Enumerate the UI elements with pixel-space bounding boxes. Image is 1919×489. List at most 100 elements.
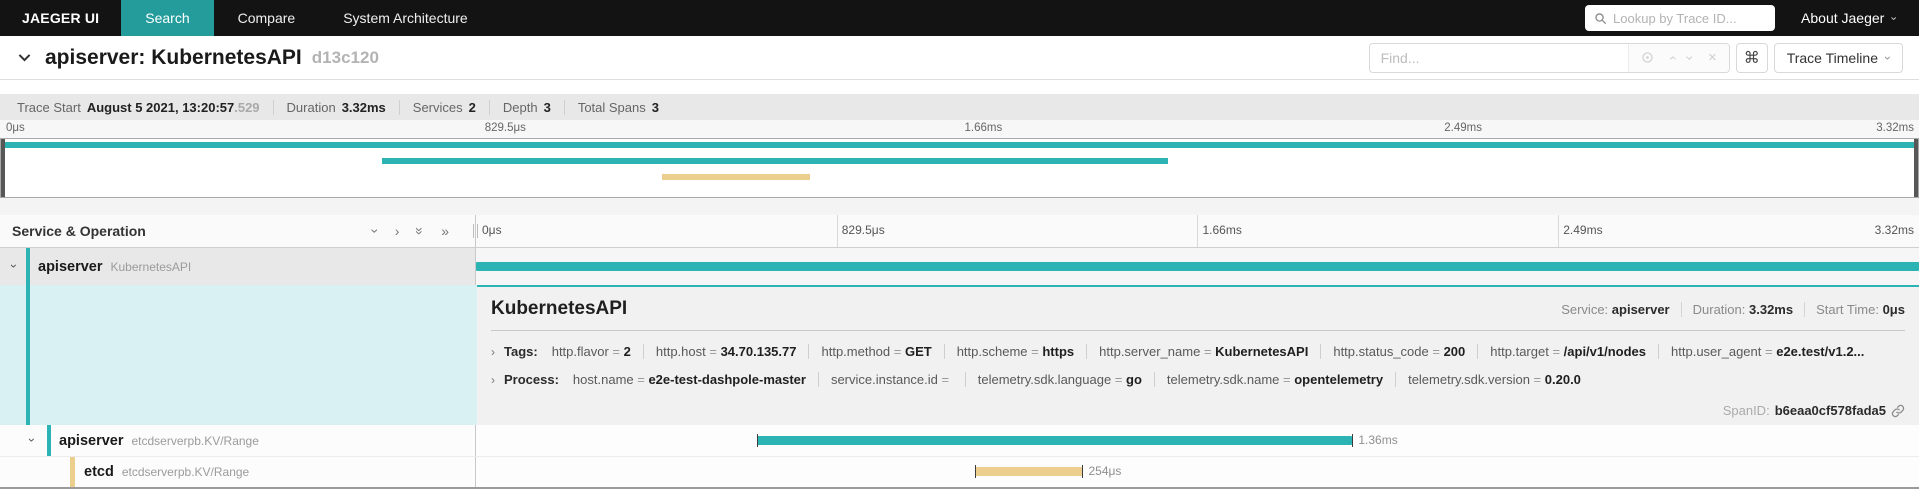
timeline-ruler: 0μs 829.5μs 1.66ms 2.49ms 3.32ms xyxy=(476,215,1919,247)
process-label: Process: xyxy=(504,372,559,387)
service-operation-header: Service & Operation › › » » xyxy=(0,215,478,247)
ruler-tick: 0μs xyxy=(6,122,25,134)
trace-id: d13c120 xyxy=(311,47,379,67)
tags-label: Tags: xyxy=(504,344,538,359)
ruler-tick: 2.49ms xyxy=(1444,122,1482,134)
stat-value-ms: .529 xyxy=(234,99,260,115)
timeline-minimap[interactable] xyxy=(0,138,1919,198)
span-timeline-cell: 254μs xyxy=(476,457,1919,487)
search-icon xyxy=(1594,12,1607,25)
tag-item: http.status_code200 xyxy=(1320,344,1478,359)
span-duration-bar[interactable] xyxy=(476,261,1919,271)
process-item: telemetry.sdk.nameopentelemetry xyxy=(1153,372,1396,387)
stat-value: August 5 2021, 13:20:57 xyxy=(86,99,235,115)
trace-lookup-box[interactable] xyxy=(1585,5,1776,31)
collapse-trace-header-icon[interactable] xyxy=(16,49,33,66)
ruler-tick: 3.32ms xyxy=(1876,122,1914,134)
divider xyxy=(491,330,1905,331)
collapse-children-icon[interactable]: › xyxy=(25,437,39,442)
collapse-one-icon[interactable]: › xyxy=(367,228,384,234)
tags-list: http.flavor2http.host34.70.135.77http.me… xyxy=(540,344,1877,359)
keyboard-shortcuts-button[interactable]: ⌘ xyxy=(1735,42,1768,73)
minimap-ruler: 0μs 829.5μs 1.66ms 2.49ms 3.32ms xyxy=(0,120,1919,138)
span-detail-tree-strip[interactable] xyxy=(0,285,477,425)
stat-duration: Duration 3.32ms xyxy=(274,99,400,115)
clear-find-icon[interactable]: × xyxy=(1707,49,1717,66)
process-item: telemetry.sdk.version0.20.0 xyxy=(1395,372,1593,387)
expand-all-icon[interactable]: » xyxy=(441,223,449,239)
span-service: apiserver xyxy=(59,432,124,449)
tag-item: http.server_nameKubernetesAPI xyxy=(1086,344,1321,359)
span-color-accent xyxy=(26,248,30,285)
span-name-cell[interactable]: › apiserver KubernetesAPI xyxy=(0,248,476,285)
tree-controls: › › » » xyxy=(367,223,475,239)
viewport-left-handle[interactable] xyxy=(1,139,5,197)
find-prev-icon[interactable]: › xyxy=(1662,55,1679,60)
span-row-kubernetesapi: › apiserver KubernetesAPI xyxy=(0,248,1919,285)
collapse-all-icon[interactable]: » xyxy=(412,227,429,235)
tag-item: http.flavor2 xyxy=(540,344,643,359)
nav-tab-search[interactable]: Search xyxy=(121,0,214,36)
span-row-etcd-kv-range: etcd etcdserverpb.KV/Range 254μs xyxy=(0,457,1919,487)
trace-header: apiserver: KubernetesAPI d13c120 › › × ⌘… xyxy=(0,36,1919,80)
nav-tab-system-architecture[interactable]: System Architecture xyxy=(343,10,468,26)
stat-value: 2 xyxy=(468,99,476,115)
stat-label: Trace Start xyxy=(17,99,81,115)
span-detail-panel: KubernetesAPI Service: apiserver Duratio… xyxy=(477,285,1919,425)
find-next-icon[interactable]: › xyxy=(1682,55,1699,60)
trace-view-selector[interactable]: Trace Timeline › xyxy=(1773,42,1903,73)
span-detail-title: KubernetesAPI xyxy=(491,298,628,319)
minimap-span-bar xyxy=(662,174,810,180)
stat-value: 3.32ms xyxy=(341,99,386,115)
service-operation-label: Service & Operation xyxy=(12,223,146,239)
nav-spacer xyxy=(492,0,1585,36)
span-detail-row: KubernetesAPI Service: apiserver Duratio… xyxy=(0,285,1919,425)
collapse-children-icon[interactable]: › xyxy=(7,263,21,268)
timeline-column-header: Service & Operation › › » » 0μs 829.5μs … xyxy=(0,215,1919,248)
tags-row[interactable]: › Tags: http.flavor2http.host34.70.135.7… xyxy=(491,344,1905,359)
trace-lookup-input[interactable] xyxy=(1613,10,1767,26)
nav-tab-compare[interactable]: Compare xyxy=(237,10,296,26)
stat-value: 3 xyxy=(543,99,551,115)
trace-stats-bar: Trace Start August 5 2021, 13:20:57 .529… xyxy=(0,94,1919,120)
stat-value: 3 xyxy=(651,99,659,115)
stat-depth: Depth 3 xyxy=(490,99,565,115)
expand-tags-icon[interactable]: › xyxy=(491,345,495,359)
span-service: apiserver xyxy=(38,258,103,275)
expand-one-icon[interactable]: › xyxy=(394,223,400,239)
span-service: etcd xyxy=(84,464,114,480)
focus-target-icon[interactable] xyxy=(1641,51,1654,64)
about-jaeger-menu[interactable]: About Jaeger › xyxy=(1801,0,1900,36)
app-brand[interactable]: JAEGER UI xyxy=(22,10,100,26)
process-item: service.instance.id xyxy=(817,372,965,387)
process-row[interactable]: › Process: host.namee2e-test-dashpole-ma… xyxy=(491,372,1905,387)
span-duration-bar[interactable] xyxy=(757,433,1353,447)
span-timeline-cell: 1.36ms xyxy=(476,425,1919,456)
process-item: host.namee2e-test-dashpole-master xyxy=(561,372,818,387)
span-row-apiserver-kv-range: › apiserver etcdserverpb.KV/Range 1.36ms xyxy=(0,425,1919,457)
meta-start-time: Start Time: 0μs xyxy=(1816,301,1905,317)
ruler-tick: 1.66ms xyxy=(964,122,1003,134)
span-timeline-cell xyxy=(476,248,1919,285)
span-name-cell[interactable]: › apiserver etcdserverpb.KV/Range xyxy=(0,425,476,456)
span-color-accent xyxy=(26,285,30,425)
deep-link-icon[interactable] xyxy=(1891,404,1905,418)
viewport-right-handle[interactable] xyxy=(1914,139,1918,197)
minimap-span-bar xyxy=(382,158,1169,164)
stat-services: Services 2 xyxy=(400,99,490,115)
meta-service: Service: apiserver xyxy=(1550,301,1682,317)
span-id-row: SpanID: b6eaa0cf578fada5 xyxy=(1723,403,1905,418)
stat-total-spans: Total Spans 3 xyxy=(565,100,672,115)
tag-item: http.schemehttps xyxy=(943,344,1087,359)
span-operation: etcdserverpb.KV/Range xyxy=(131,433,259,448)
minimap-span-bar xyxy=(1,142,1918,148)
find-input[interactable] xyxy=(1369,43,1628,72)
top-nav: JAEGER UI Search Compare System Architec… xyxy=(0,0,1919,36)
tag-item: http.host34.70.135.77 xyxy=(642,344,809,359)
span-name-cell[interactable]: etcd etcdserverpb.KV/Range xyxy=(0,457,476,487)
span-duration-label: 1.36ms xyxy=(1358,432,1398,447)
span-duration-bar[interactable] xyxy=(975,465,1083,478)
span-detail-meta: Service: apiserver Duration: 3.32ms Star… xyxy=(1550,301,1905,317)
expand-process-icon[interactable]: › xyxy=(491,373,495,387)
tag-item: http.methodGET xyxy=(808,344,944,359)
